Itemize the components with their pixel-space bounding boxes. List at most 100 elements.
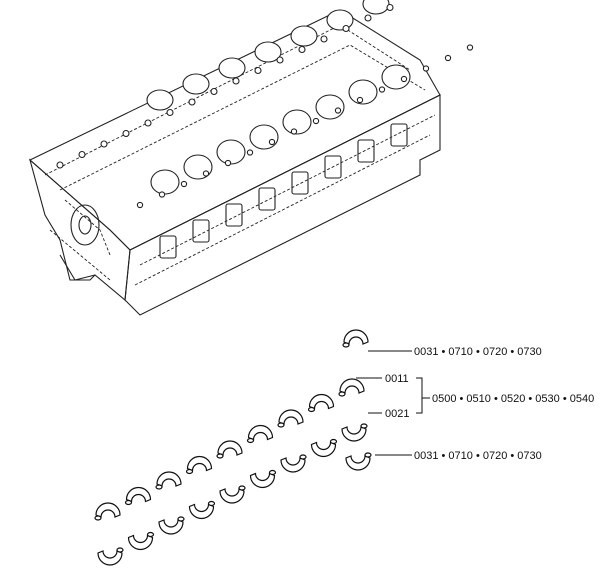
side-pocket xyxy=(390,123,408,147)
bolt-hole xyxy=(400,75,408,83)
upper-bearing-shell xyxy=(339,378,365,394)
shell-tab xyxy=(307,406,316,413)
leader-lines xyxy=(356,350,430,456)
cylinder-bore xyxy=(381,64,411,90)
shell-tab xyxy=(124,499,133,506)
callout-lower-shells: 0031 • 0710 • 0720 • 0730 xyxy=(414,450,542,462)
bolt-hole xyxy=(144,119,152,127)
bolt-hole xyxy=(100,140,108,148)
callout-upper-shell-part: 0011 xyxy=(385,373,409,385)
shell-tab xyxy=(94,515,102,521)
upper-bearing-shell xyxy=(186,455,213,472)
cylinder-bore xyxy=(216,139,246,165)
shell-tab xyxy=(329,438,338,445)
upper-bearing-shell xyxy=(308,393,335,410)
upper-bearing-shell xyxy=(217,440,243,456)
bolt-hole xyxy=(202,170,210,177)
lower-bearing-shell xyxy=(219,488,245,504)
shell-tab xyxy=(268,469,277,476)
upper-bearing-shell xyxy=(156,471,182,487)
bolt-hole xyxy=(210,87,218,96)
side-pocket xyxy=(324,155,342,179)
bolt-hole xyxy=(56,161,64,169)
cylinder-bore xyxy=(150,169,180,195)
lower-bearing-shell xyxy=(345,455,371,471)
bolt-hole xyxy=(320,35,328,43)
shell-tab xyxy=(238,485,246,491)
bearing-shells xyxy=(94,329,372,566)
shell-tab xyxy=(146,531,155,538)
bolt-hole xyxy=(166,108,174,117)
side-pocket xyxy=(357,139,375,163)
shell-tab xyxy=(364,452,372,458)
bolt-hole xyxy=(386,3,394,12)
upper-bearing-shell xyxy=(95,502,121,518)
lower-bearing-shell xyxy=(97,550,123,566)
cylinder-bore xyxy=(146,89,174,111)
cylinder-bore xyxy=(348,79,378,105)
side-pocket xyxy=(192,219,210,243)
bolt-hole xyxy=(342,24,350,33)
upper-bearing-shell xyxy=(125,486,152,503)
cylinder-bore xyxy=(218,57,246,79)
shell-tab xyxy=(246,437,255,444)
bolt-hole xyxy=(334,107,342,114)
shell-tab xyxy=(342,342,350,348)
shell-tab xyxy=(360,423,368,429)
bolt-hole xyxy=(188,98,196,106)
cylinder-bore xyxy=(282,109,312,135)
bolt-hole xyxy=(268,138,276,146)
lower-bearing-shell xyxy=(127,534,154,551)
bolt-hole xyxy=(232,77,240,85)
bolt-hole xyxy=(136,201,144,209)
bolt-hole xyxy=(224,159,232,167)
cylinder-bore xyxy=(315,94,345,120)
callout-shell-set: 0500 • 0510 • 0520 • 0530 • 0540 xyxy=(432,393,594,405)
side-pocket xyxy=(291,171,309,195)
shell-tab xyxy=(116,547,124,553)
bolt-hole xyxy=(276,56,284,64)
side-pocket xyxy=(225,203,243,227)
lower-bearing-shell xyxy=(341,426,367,442)
lower-bearing-shell xyxy=(249,472,276,489)
lower-bearing-shell xyxy=(280,457,306,473)
upper-bearing-shell xyxy=(247,424,274,441)
shell-tab xyxy=(185,468,194,475)
shell-tab xyxy=(338,391,346,397)
shell-tab xyxy=(277,422,285,428)
bolt-hole xyxy=(122,129,130,138)
cylinder-bore xyxy=(182,73,210,95)
shell-tab xyxy=(216,453,224,459)
bolt-hole xyxy=(78,150,86,159)
shell-tab xyxy=(177,516,185,522)
lower-bearing-shell xyxy=(188,503,215,520)
bolt-hole xyxy=(290,128,298,135)
cylinder-bore xyxy=(362,0,390,15)
bolt-hole xyxy=(298,45,306,54)
shell-tab xyxy=(299,454,307,460)
bolt-hole xyxy=(312,117,320,125)
bolt-hole xyxy=(422,65,430,72)
callout-upper-shells: 0031 • 0710 • 0720 • 0730 xyxy=(414,346,542,358)
shell-tab xyxy=(207,500,216,507)
lower-bearing-shell xyxy=(310,441,337,458)
bolt-hole xyxy=(246,149,254,156)
lower-bearing-shell xyxy=(158,519,184,535)
bolt-hole xyxy=(466,44,474,51)
upper-bearing-shell xyxy=(278,409,304,425)
side-pocket xyxy=(159,235,177,259)
bolt-hole xyxy=(444,54,452,62)
shell-tab xyxy=(155,484,163,490)
engine-block-drawing xyxy=(28,0,474,316)
callout-lower-shell-part: 0021 xyxy=(385,408,409,420)
side-pocket xyxy=(258,187,276,211)
bolt-hole xyxy=(158,191,166,198)
upper-bearing-shell xyxy=(343,329,369,345)
bolt-hole xyxy=(254,66,262,75)
bolt-hole xyxy=(180,180,188,188)
cylinder-bore xyxy=(254,41,282,63)
cylinder-bore xyxy=(249,124,279,150)
bolt-hole xyxy=(364,14,372,22)
bolt-hole xyxy=(378,86,386,93)
